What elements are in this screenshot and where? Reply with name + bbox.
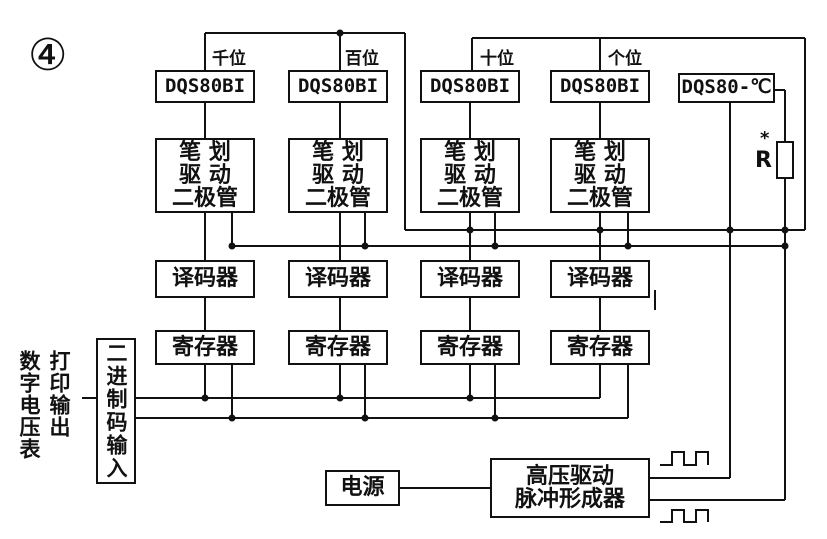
driver-line: 笔 划 xyxy=(574,139,626,165)
driver-line: 二极管 xyxy=(171,186,238,212)
figure-number: ④ xyxy=(28,30,68,81)
driver-line: 驱 动 xyxy=(312,162,364,188)
display-tube-thousands: DQS80BI xyxy=(155,70,255,103)
display-tube-tens: DQS80BI xyxy=(420,70,520,103)
segment-driver-units: 笔 划 驱 动 二极管 xyxy=(550,138,650,213)
register-tens: 寄存器 xyxy=(420,330,520,365)
position-label-thousands: 千位 xyxy=(212,49,246,69)
register-hundreds: 寄存器 xyxy=(288,330,388,365)
driver-line: 二极管 xyxy=(566,186,633,212)
side-label-digital-voltmeter: 数字电压表 xyxy=(17,350,41,460)
pulse-former-line: 高压驱动 xyxy=(525,463,614,489)
display-tube-hundreds: DQS80BI xyxy=(288,70,388,103)
resistor-label: R xyxy=(755,148,772,173)
pulse-former-line: 脉冲形成器 xyxy=(514,487,625,512)
segment-driver-hundreds: 笔 划 驱 动 二极管 xyxy=(288,138,388,213)
segment-driver-thousands: 笔 划 驱 动 二极管 xyxy=(155,138,255,213)
side-label-print-output: 打印输出 xyxy=(47,350,71,438)
display-tube-units: DQS80BI xyxy=(550,70,650,103)
driver-line: 驱 动 xyxy=(179,162,231,188)
decoder-hundreds: 译码器 xyxy=(288,260,388,298)
driver-line: 笔 划 xyxy=(179,139,231,165)
resistor-mark: * xyxy=(760,128,770,149)
segment-driver-tens: 笔 划 驱 动 二极管 xyxy=(420,138,520,213)
temperature-tube: DQS80-℃ xyxy=(678,73,775,103)
driver-line: 二极管 xyxy=(436,186,503,212)
driver-line: 驱 动 xyxy=(574,162,626,188)
position-label-tens: 十位 xyxy=(480,49,514,69)
driver-line: 驱 动 xyxy=(444,162,496,188)
register-units: 寄存器 xyxy=(550,330,650,365)
driver-line: 笔 划 xyxy=(312,139,364,165)
binary-input-block: 二进制码输入 xyxy=(96,338,136,484)
driver-line: 二极管 xyxy=(304,186,371,212)
decoder-units: 译码器 xyxy=(550,260,650,298)
pulse-former: 高压驱动 脉冲形成器 xyxy=(490,458,650,518)
position-label-units: 个位 xyxy=(608,49,642,69)
driver-line: 笔 划 xyxy=(444,139,496,165)
decoder-thousands: 译码器 xyxy=(155,260,255,298)
position-label-hundreds: 百位 xyxy=(345,49,379,69)
power-supply: 电源 xyxy=(325,470,400,506)
decoder-tens: 译码器 xyxy=(420,260,520,298)
register-thousands: 寄存器 xyxy=(155,330,255,365)
